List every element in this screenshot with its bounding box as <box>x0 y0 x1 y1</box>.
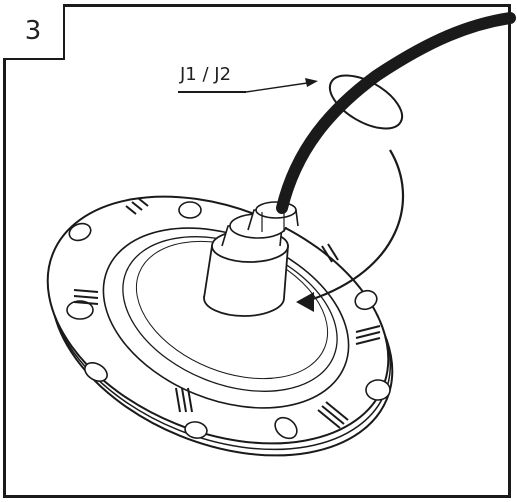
cable <box>276 12 516 214</box>
step-number: 3 <box>24 16 42 46</box>
step-number-box: 3 <box>3 4 65 60</box>
callout-leader <box>178 78 318 93</box>
flange-plate <box>46 195 394 457</box>
cable-marker-ring <box>328 74 404 130</box>
flange-bolt-holes <box>66 201 391 440</box>
flange-slots <box>73 197 381 429</box>
cable-callout-label: J1 / J2 <box>180 64 232 85</box>
insert-direction-arrow <box>296 149 404 312</box>
cable-gland <box>203 201 299 317</box>
